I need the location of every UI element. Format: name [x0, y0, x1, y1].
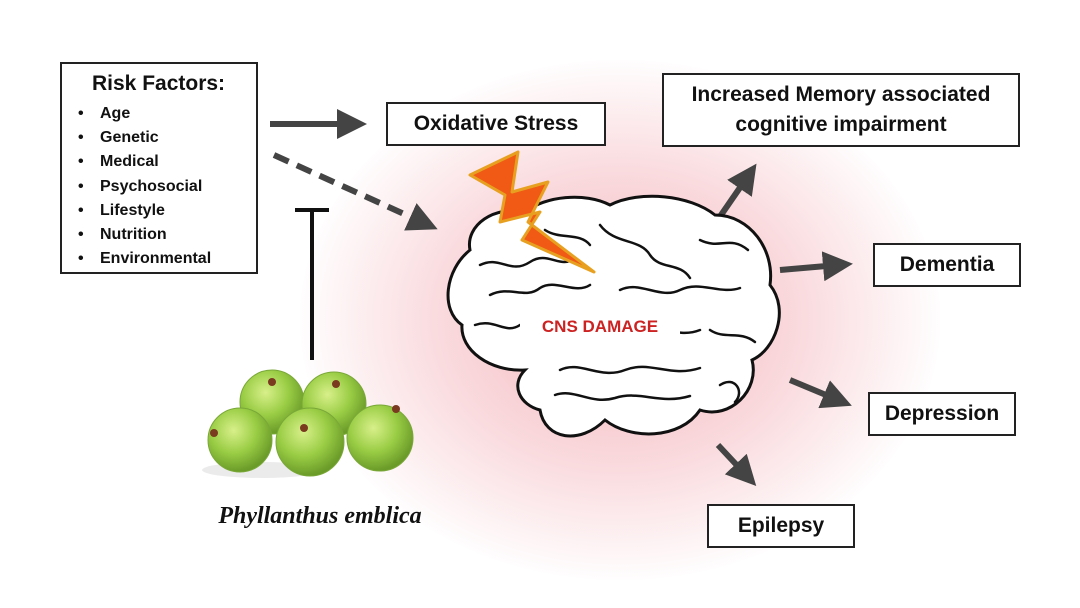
- dashed-arrow-risk-to-brain: [272, 152, 438, 231]
- cns-damage-label: CNS DAMAGE: [520, 310, 680, 344]
- arrow-brain-to-dementia: [779, 251, 853, 282]
- fruit: [207, 369, 414, 477]
- dementia-box: Dementia: [873, 243, 1021, 287]
- risk-factor-item: Age: [78, 102, 246, 126]
- risk-factor-item: Nutrition: [78, 223, 246, 247]
- risk-factors-title: Risk Factors:: [92, 72, 226, 95]
- arrow-brain-to-epilepsy: [715, 442, 757, 486]
- oxidative-stress-box: Oxidative Stress: [386, 102, 606, 146]
- memory-impairment-box: Increased Memory associated cognitive im…: [662, 73, 1020, 147]
- risk-factor-item: Environmental: [78, 247, 246, 271]
- risk-factor-item: Psychosocial: [78, 175, 246, 199]
- epilepsy-box: Epilepsy: [707, 504, 855, 548]
- plant-species-label: Phyllanthus emblica: [218, 503, 422, 529]
- risk-factor-item: Medical: [78, 150, 246, 174]
- inhibition-t-bar-icon: [295, 208, 329, 360]
- risk-factor-item: Lifestyle: [78, 199, 246, 223]
- risk-factors-list: Age Genetic Medical Psychosocial Lifesty…: [78, 102, 246, 271]
- arrow-brain-to-depression: [788, 377, 852, 409]
- risk-factor-item: Genetic: [78, 126, 246, 150]
- risk-factors-box: Risk Factors: Age Genetic Medical Psycho…: [60, 62, 258, 274]
- depression-box: Depression: [868, 392, 1016, 436]
- arrow-brain-to-memory: [716, 163, 757, 220]
